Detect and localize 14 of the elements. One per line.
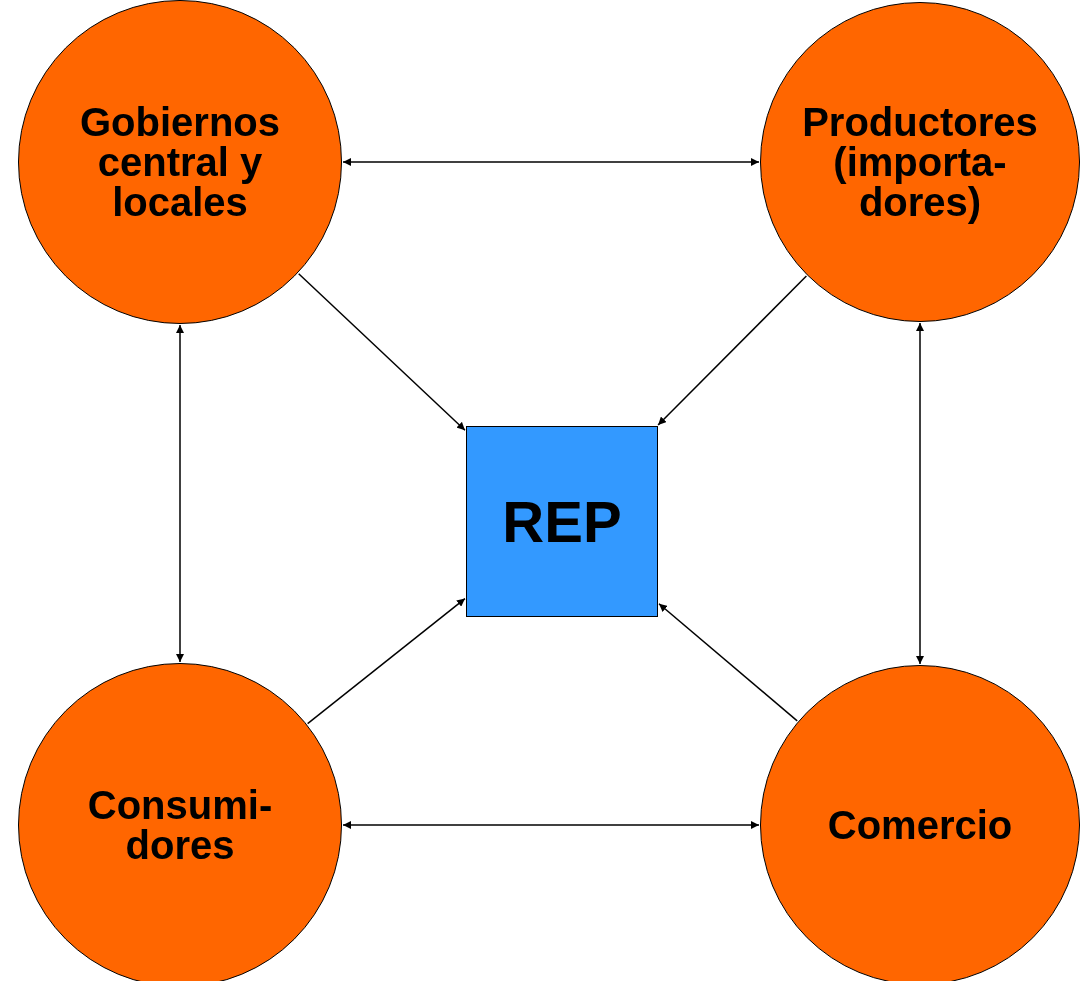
node-label: Productores (importa- dores): [801, 102, 1039, 222]
node-label: Gobiernos central y locales: [79, 102, 281, 222]
arrow: [342, 821, 760, 829]
arrow: [306, 597, 466, 725]
arrow: [342, 158, 760, 166]
process-box: [466, 426, 658, 617]
arrow: [176, 324, 184, 663]
arrow: [658, 603, 798, 722]
arrow: [916, 322, 924, 665]
node-label: Consumi- dores: [86, 785, 274, 865]
node-label: Comercio: [827, 805, 1013, 845]
node-label: REP: [502, 492, 622, 551]
arrow: [297, 272, 466, 431]
arrow: [657, 275, 808, 426]
